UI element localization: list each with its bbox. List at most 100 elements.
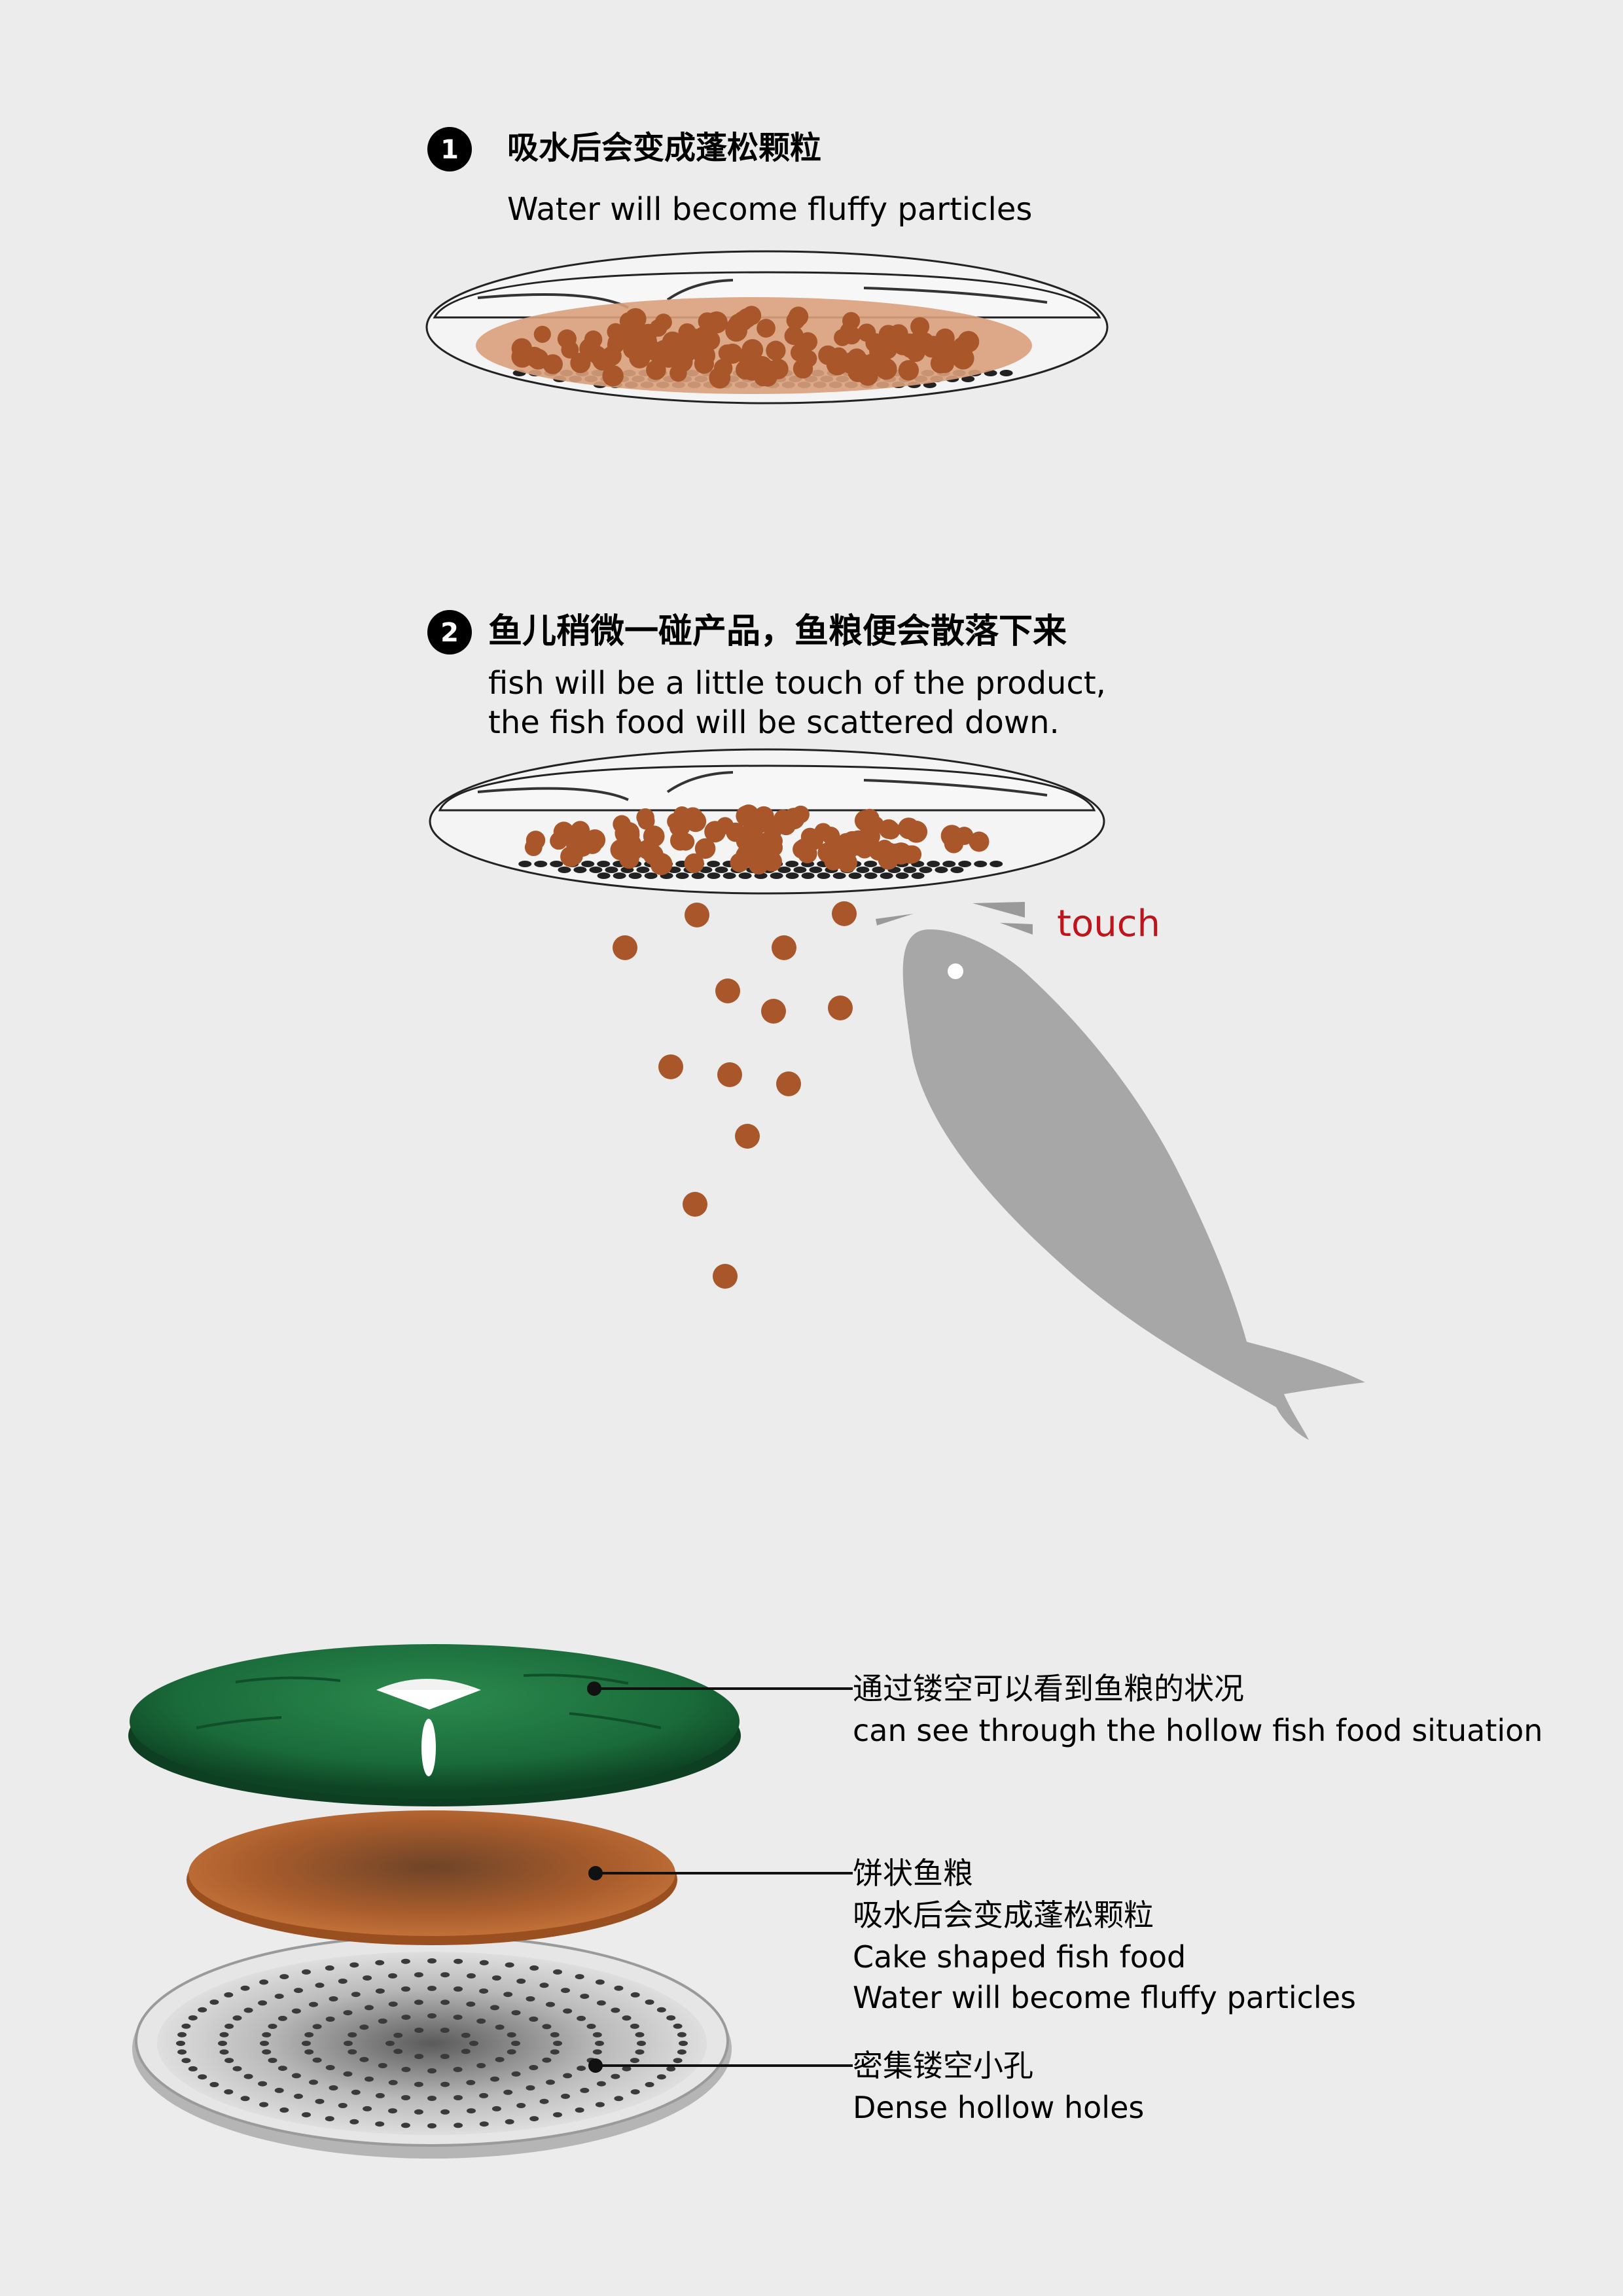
touch-spark-2 xyxy=(972,902,1025,918)
step-2-title-cn: 鱼儿稍微一碰产品，鱼粮便会散落下来 xyxy=(488,612,1067,651)
callout-food-cn2: 吸水后会变成蓬松颗粒 xyxy=(853,1897,1154,1933)
lid-hollow-window xyxy=(376,1690,481,1710)
tray-hole xyxy=(294,1988,303,1994)
tray-hole xyxy=(414,2000,423,2005)
tray-hole xyxy=(476,2063,486,2068)
tray-hole xyxy=(232,2015,242,2021)
tray-hole xyxy=(427,2123,437,2128)
drain-hole xyxy=(809,867,823,873)
exploded-view: 通过镂空可以看到鱼粮的状况 can see through the hollow… xyxy=(128,1644,1543,2159)
tray-hole xyxy=(401,1986,410,1992)
food-pellet xyxy=(857,365,878,386)
fish-eye xyxy=(948,963,963,979)
tray-hole xyxy=(302,2041,311,2046)
step-1-number: 1 xyxy=(440,135,459,165)
tray-hole xyxy=(507,2032,516,2037)
drain-hole xyxy=(793,867,807,873)
tray-hole xyxy=(490,2005,499,2011)
tray-hole xyxy=(529,1965,539,1971)
step-1-title-cn: 吸水后会变成蓬松颗粒 xyxy=(507,130,821,166)
food-pellet xyxy=(619,848,639,869)
tray-hole xyxy=(490,2076,499,2082)
tray-hole xyxy=(553,1969,562,1975)
tray-hole xyxy=(209,2082,219,2087)
tray-hole xyxy=(312,2057,322,2063)
tray-hole xyxy=(177,2032,187,2037)
food-pellet xyxy=(704,821,726,843)
drain-hole xyxy=(691,872,705,879)
food-pellet xyxy=(905,820,928,843)
tray-hole xyxy=(427,1958,437,1964)
tray-hole xyxy=(561,2093,570,2099)
food-pellet xyxy=(898,360,919,381)
tray-hole xyxy=(505,1962,514,1968)
food-pellet xyxy=(705,311,728,334)
drain-hole xyxy=(919,867,933,873)
tray-hole xyxy=(343,2071,353,2077)
tray-hole xyxy=(516,2103,526,2108)
food-pellet xyxy=(639,323,658,343)
food-pellet xyxy=(694,327,713,345)
falling-pellet xyxy=(761,999,786,1024)
drain-hole xyxy=(558,867,571,873)
tray-hole xyxy=(363,2106,372,2111)
tray-hole xyxy=(365,2076,374,2082)
tray-hole xyxy=(596,2081,606,2087)
tray-hole xyxy=(614,1985,624,1991)
tray-hole xyxy=(592,2049,602,2055)
falling-pellet xyxy=(685,903,709,927)
tray-hole xyxy=(401,2123,410,2128)
callout-base: 密集镂空小孔 Dense hollow holes xyxy=(853,2048,1144,2125)
tray-hole xyxy=(363,1975,372,1981)
food-pellet xyxy=(952,336,974,358)
food-pellet xyxy=(643,844,664,865)
food-pellet xyxy=(624,308,647,330)
food-pellet xyxy=(543,354,563,374)
food-pellet xyxy=(622,825,640,844)
feeder-1-pellets xyxy=(511,306,980,389)
tray-hole xyxy=(279,2107,289,2113)
tray-hole xyxy=(440,1972,450,1978)
tray-hole xyxy=(224,1992,234,1998)
tray-hole xyxy=(550,2032,560,2037)
tray-hole xyxy=(291,2008,301,2014)
tray-hole xyxy=(315,2098,325,2104)
tray-hole xyxy=(302,1969,311,1975)
tray-hole xyxy=(268,2024,277,2029)
tray-hole xyxy=(495,2056,505,2062)
tray-hole xyxy=(679,2041,688,2046)
food-pellet xyxy=(636,808,654,827)
drain-hole xyxy=(958,861,972,867)
callout-food-en: Cake shaped fish food xyxy=(853,1939,1186,1975)
tray-hole xyxy=(479,2121,489,2127)
tray-hole xyxy=(440,2109,450,2115)
tray-hole xyxy=(177,2049,187,2055)
tray-hole xyxy=(401,1958,410,1964)
tray-hole xyxy=(575,2107,584,2113)
tray-hole xyxy=(359,2056,369,2062)
falling-pellet xyxy=(735,1124,760,1149)
tray-hole xyxy=(401,2095,410,2100)
drain-hole xyxy=(864,872,878,879)
drain-hole xyxy=(550,861,563,867)
tray-hole xyxy=(375,1960,385,1965)
food-pellet xyxy=(802,829,824,851)
touch-spark-3 xyxy=(1000,923,1033,935)
tray-hole xyxy=(329,1996,338,2001)
tray-hole xyxy=(511,2010,521,2016)
tray-hole xyxy=(243,2073,253,2079)
callout-food: 饼状鱼粮 吸水后会变成蓬松颗粒 Cake shaped fish food Wa… xyxy=(853,1856,1356,2015)
tray-hole xyxy=(453,2015,463,2020)
food-pellet xyxy=(533,325,551,343)
tray-hole xyxy=(277,2015,287,2021)
step-1-title-en: Water will become fluffy particles xyxy=(507,191,1032,228)
drain-hole xyxy=(628,872,642,879)
tray-hole xyxy=(224,2023,234,2029)
tray-hole xyxy=(375,2121,385,2127)
tray-hole xyxy=(304,2032,314,2037)
tray-hole xyxy=(505,2119,514,2125)
falling-pellet xyxy=(613,935,637,960)
tray-hole xyxy=(427,1986,437,1991)
food-pellet xyxy=(550,832,568,850)
tray-hole xyxy=(645,2082,654,2087)
